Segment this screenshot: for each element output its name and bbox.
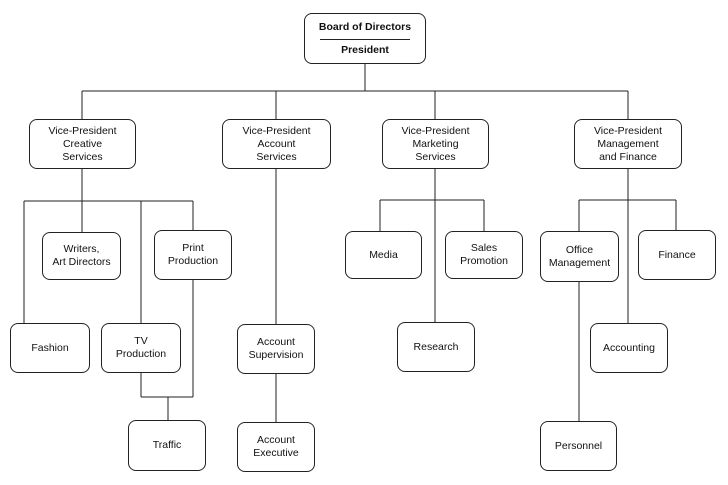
print-label: Print Production [167,242,219,267]
media-box: Media [345,231,422,279]
tv-label: TV Production [115,335,167,360]
office-management-box: Office Management [540,231,619,282]
finance-box: Finance [638,230,716,280]
vp-account-label: Vice-President Account Services [242,124,311,163]
writers-art-directors-box: Writers, Art Directors [42,232,121,280]
office-label: Office Management [548,243,611,269]
supervision-label: Account Supervision [248,336,304,361]
accounting-label: Accounting [603,341,655,354]
president-title: President [341,43,389,56]
research-box: Research [397,322,475,372]
fashion-box: Fashion [10,323,90,373]
media-label: Media [369,248,398,261]
vp-creative-services-box: Vice-President Creative Services [29,119,136,169]
accounting-box: Accounting [590,323,668,373]
executive-label: Account Executive [253,434,299,459]
writers-label: Writers, Art Directors [52,243,111,268]
vp-management-finance-box: Vice-President Management and Finance [574,119,682,169]
finance-label: Finance [658,248,696,261]
vp-marketing-services-box: Vice-President Marketing Services [382,119,489,169]
print-production-box: Print Production [154,230,232,280]
account-executive-box: Account Executive [237,422,315,472]
research-label: Research [413,340,459,353]
vp-creative-label: Vice-President Creative Services [48,124,117,163]
vp-marketing-label: Vice-President Marketing Services [401,124,470,163]
sales-label: Sales Promotion [460,242,508,267]
personnel-box: Personnel [540,421,617,471]
personnel-label: Personnel [554,439,603,452]
vp-management-label: Vice-President Management and Finance [593,124,663,163]
traffic-box: Traffic [128,420,206,471]
traffic-label: Traffic [152,439,182,451]
sales-promotion-box: Sales Promotion [445,231,523,279]
vp-account-services-box: Vice-President Account Services [222,119,331,169]
fashion-label: Fashion [31,341,69,354]
board-title: Board of Directors [318,20,412,33]
tv-production-box: TV Production [101,323,181,373]
board-of-directors-box: Board of Directors President [304,13,426,64]
account-supervision-box: Account Supervision [237,324,315,374]
divider [320,38,410,40]
